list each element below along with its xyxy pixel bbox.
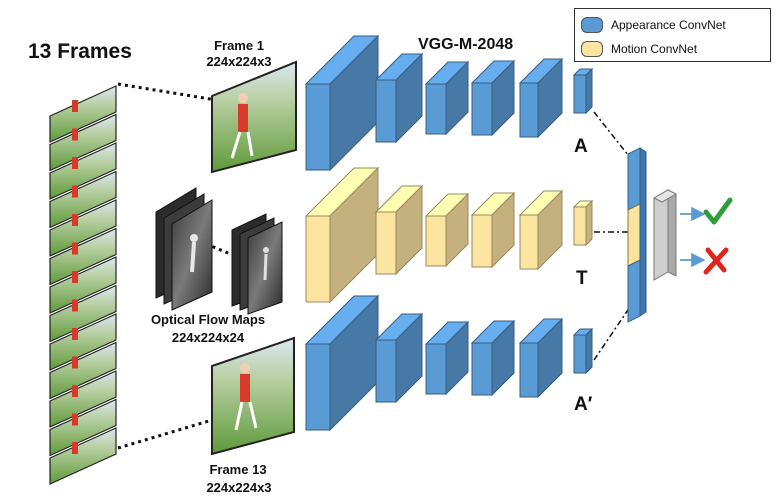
- conv-block: [304, 166, 380, 304]
- optical-flow-size: 224x224x24: [171, 330, 245, 345]
- fc-block: [652, 189, 678, 281]
- legend: Appearance ConvNet Motion ConvNet: [574, 8, 771, 62]
- frame-13-image: [211, 336, 295, 456]
- frame-13-size: 224x224x3: [206, 480, 272, 495]
- conv-block: [572, 67, 594, 115]
- conv-block: [374, 184, 424, 276]
- frame-13-label: Frame 13: [209, 462, 267, 477]
- conv-block: [374, 312, 424, 404]
- conv-block: [518, 57, 564, 139]
- strip-frame: [49, 370, 117, 428]
- strip-frame: [49, 427, 117, 485]
- strip-frame: [49, 142, 117, 200]
- branch-label-bottom: A′: [574, 394, 593, 415]
- optical-flow-label: Optical Flow Maps: [150, 312, 266, 327]
- optical-flow-stack-left: [155, 187, 213, 311]
- legend-label-motion: Motion ConvNet: [611, 42, 698, 56]
- legend-item-appearance: Appearance ConvNet: [581, 15, 726, 35]
- conv-block: [470, 59, 516, 137]
- cross-icon: [703, 247, 729, 275]
- network-name: VGG-M-2048: [418, 36, 514, 53]
- conv-block: [572, 199, 594, 247]
- frame-connectors: [117, 82, 251, 450]
- frame-1-label: Frame 1: [214, 38, 264, 53]
- conv-block: [470, 191, 516, 269]
- branch-label-middle: T: [576, 268, 588, 289]
- legend-label-appearance: Appearance ConvNet: [611, 18, 726, 32]
- conv-block: [424, 192, 470, 268]
- conv-block: [304, 294, 380, 432]
- legend-item-motion: Motion ConvNet: [581, 39, 697, 59]
- frame-1-image: [211, 60, 297, 174]
- conv-block: [518, 189, 564, 271]
- strip-frame: [49, 284, 117, 343]
- frame-strip: [49, 85, 117, 485]
- check-icon: [703, 197, 733, 225]
- fusion-connectors: [593, 111, 633, 361]
- legend-swatch-motion: [581, 41, 603, 57]
- strip-frame: [49, 199, 117, 257]
- strip-frame: [49, 85, 117, 143]
- strip-frame: [49, 113, 117, 172]
- strip-frame: [49, 256, 117, 314]
- conv-block: [572, 327, 594, 375]
- conv-block: [304, 34, 380, 172]
- conv-block: [374, 52, 424, 144]
- strip-frame: [49, 398, 117, 457]
- strip-frame: [49, 227, 117, 286]
- conv-block: [424, 60, 470, 136]
- strip-frame: [49, 170, 117, 229]
- strip-frame: [49, 313, 117, 371]
- branch-label-top: A: [574, 136, 588, 157]
- frame-1-size: 224x224x3: [206, 54, 272, 69]
- optical-flow-stack-right: [231, 213, 283, 315]
- legend-swatch-appearance: [581, 17, 603, 33]
- strip-frame: [49, 341, 117, 400]
- conv-block: [424, 320, 470, 396]
- conv-block: [518, 317, 564, 399]
- conv-block: [470, 319, 516, 397]
- diagram-title: 13 Frames: [28, 40, 132, 63]
- fusion-column: [627, 147, 647, 323]
